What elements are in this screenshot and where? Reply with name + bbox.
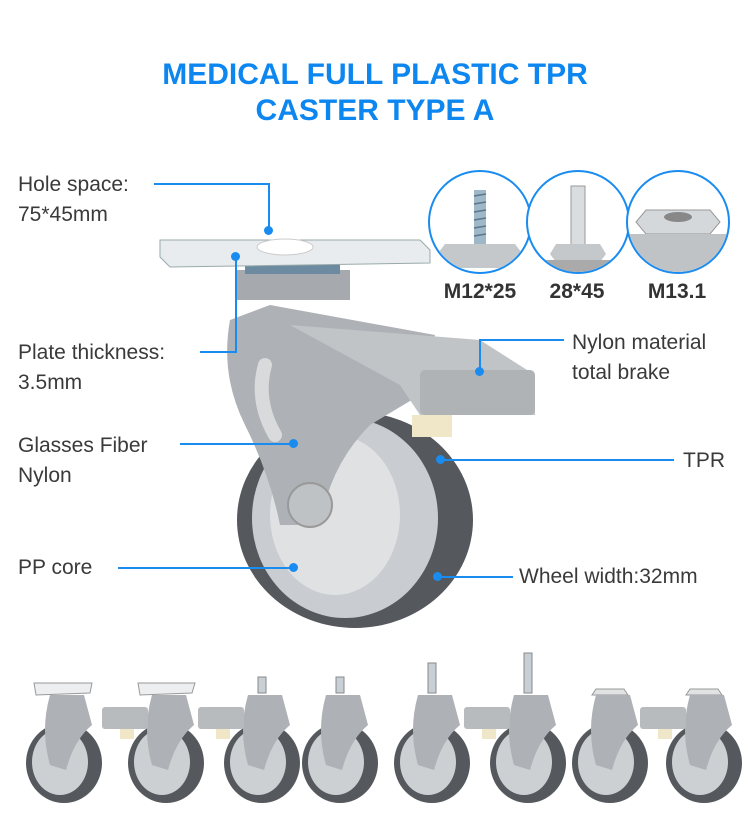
leader-dot (289, 439, 298, 448)
frame-text: Glasses Fiber (18, 434, 148, 457)
caster-variant-plate-brake (100, 645, 210, 810)
caster-variant-plate-swivel (14, 645, 124, 810)
title-line-2: CASTER TYPE A (255, 94, 495, 127)
plate-thickness-label: Plate thickness: 3.5mm (18, 338, 165, 398)
leader-dot (433, 572, 442, 581)
caster-variant-bolt-hole-brake (638, 645, 748, 810)
mount-option-label: 28*45 (549, 280, 605, 303)
leader-dot (231, 252, 240, 261)
hole-space-value: 75*45mm (18, 203, 108, 226)
title-line-1: MEDICAL FULL PLASTIC TPR (162, 58, 588, 91)
caster-variant-bolt-hole (560, 645, 670, 810)
frame-value: Nylon (18, 464, 72, 487)
leader-line (200, 351, 237, 353)
leader-dot (264, 226, 273, 235)
leader-line (479, 339, 481, 371)
leader-line (180, 443, 293, 445)
bolt-hole-icon (626, 170, 730, 274)
caster-variant-long-stem-brake (462, 645, 572, 810)
leader-line (480, 339, 564, 341)
plain-stem-icon (526, 170, 630, 274)
mount-option-label: M13.1 (647, 280, 707, 303)
threaded-stem-icon (428, 170, 532, 274)
leader-line (268, 183, 270, 230)
caster-variant-threaded-stem (290, 645, 400, 810)
brake-text: Nylon material (572, 331, 707, 354)
leader-line (235, 256, 237, 353)
leader-line (437, 576, 513, 578)
caster-variant-stem-brake (196, 645, 306, 810)
leader-line (440, 459, 674, 461)
hole-space-label: Hole space: 75*45mm (18, 170, 129, 230)
leader-line (118, 567, 293, 569)
plate-thickness-value: 3.5mm (18, 371, 83, 394)
brake-value: total brake (572, 361, 671, 384)
mount-option-label: M12*25 (443, 280, 517, 303)
leader-dot (289, 563, 298, 572)
caster-variant-plain-stem (382, 645, 492, 810)
leader-dot (436, 455, 445, 464)
leader-dot (475, 367, 484, 376)
wheel-width-label: Wheel width:32mm (519, 565, 698, 588)
plate-thickness-text: Plate thickness: (18, 341, 166, 364)
core-label: PP core (18, 556, 93, 579)
leader-line (154, 183, 270, 185)
main-caster-image (159, 238, 535, 628)
hole-space-text: Hole space: (18, 173, 129, 196)
tread-label: TPR (683, 449, 725, 472)
brake-label: Nylon material total brake (572, 328, 706, 388)
